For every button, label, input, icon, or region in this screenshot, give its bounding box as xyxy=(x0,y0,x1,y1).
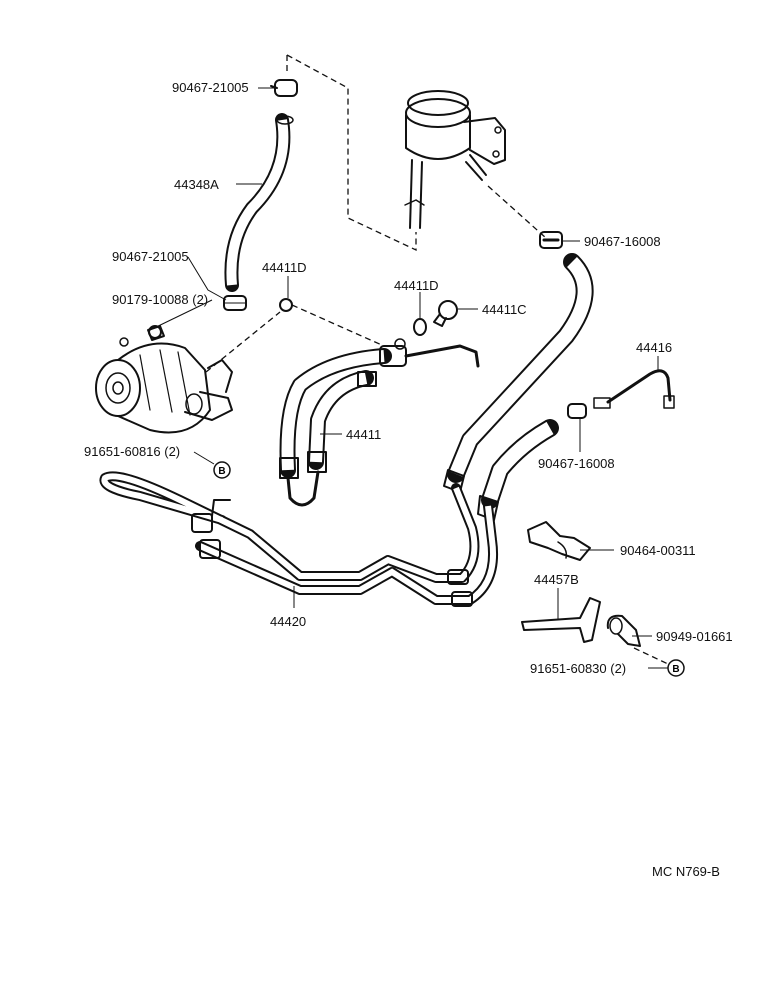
label-hose-44411: 44411 xyxy=(346,427,381,442)
leader-bolt xyxy=(149,299,213,331)
label-clip: 90464-00311 xyxy=(620,543,696,558)
label-union-bolt: 44411C xyxy=(482,302,527,317)
pressure-hose-44411 xyxy=(279,338,480,507)
svg-text:B: B xyxy=(672,664,679,675)
gasket-44411d-a xyxy=(279,298,293,312)
clamp-90949 xyxy=(606,614,641,647)
label-bolt: 90179-10088 (2) xyxy=(112,292,208,307)
diagram-reference-code: MC N769-B xyxy=(652,864,720,879)
label-gasket-d2: 44411D xyxy=(394,278,439,293)
clip-90464 xyxy=(527,521,591,561)
label-tube-44420: 44420 xyxy=(270,614,306,629)
ref-marker-b-left: B xyxy=(213,461,231,479)
clamp-reservoir xyxy=(539,231,563,249)
tube-44420 xyxy=(99,471,498,607)
label-clamp-right: 90467-16008 xyxy=(538,456,615,471)
guide-line-b-right xyxy=(633,647,669,665)
label-bracket: 44457B xyxy=(534,572,579,587)
label-gasket-d1: 44411D xyxy=(262,260,307,275)
reservoir-tank xyxy=(404,90,506,229)
guide-line-reservoir xyxy=(286,54,417,252)
label-tube-44416: 44416 xyxy=(636,340,672,355)
label-clamp-top: 90467-21005 xyxy=(172,80,249,95)
guide-line-clamp xyxy=(487,185,547,239)
clamp-mid xyxy=(223,295,247,311)
return-hose-44348a xyxy=(224,113,294,292)
label-bolt-b-right: 91651-60830 (2) xyxy=(530,661,626,676)
union-bolt-44411c xyxy=(433,300,458,327)
label-hose-return: 44348A xyxy=(174,177,219,192)
clamp-right xyxy=(567,403,587,419)
leader-clamp-mid xyxy=(187,256,227,301)
svg-text:B: B xyxy=(218,466,225,477)
leader-bolt-b-left xyxy=(193,451,215,465)
power-steering-pump xyxy=(95,325,233,434)
label-bolt-b-left: 91651-60816 (2) xyxy=(84,444,180,459)
label-clamp-mid: 90467-21005 xyxy=(112,249,189,264)
label-clamp-small: 90949-01661 xyxy=(656,629,733,644)
gasket-44411d-b xyxy=(413,318,427,336)
tube-44416 xyxy=(593,369,675,409)
label-clamp-res: 90467-16008 xyxy=(584,234,661,249)
bracket-44457b xyxy=(521,597,601,643)
ref-marker-b-right: B xyxy=(667,659,685,677)
